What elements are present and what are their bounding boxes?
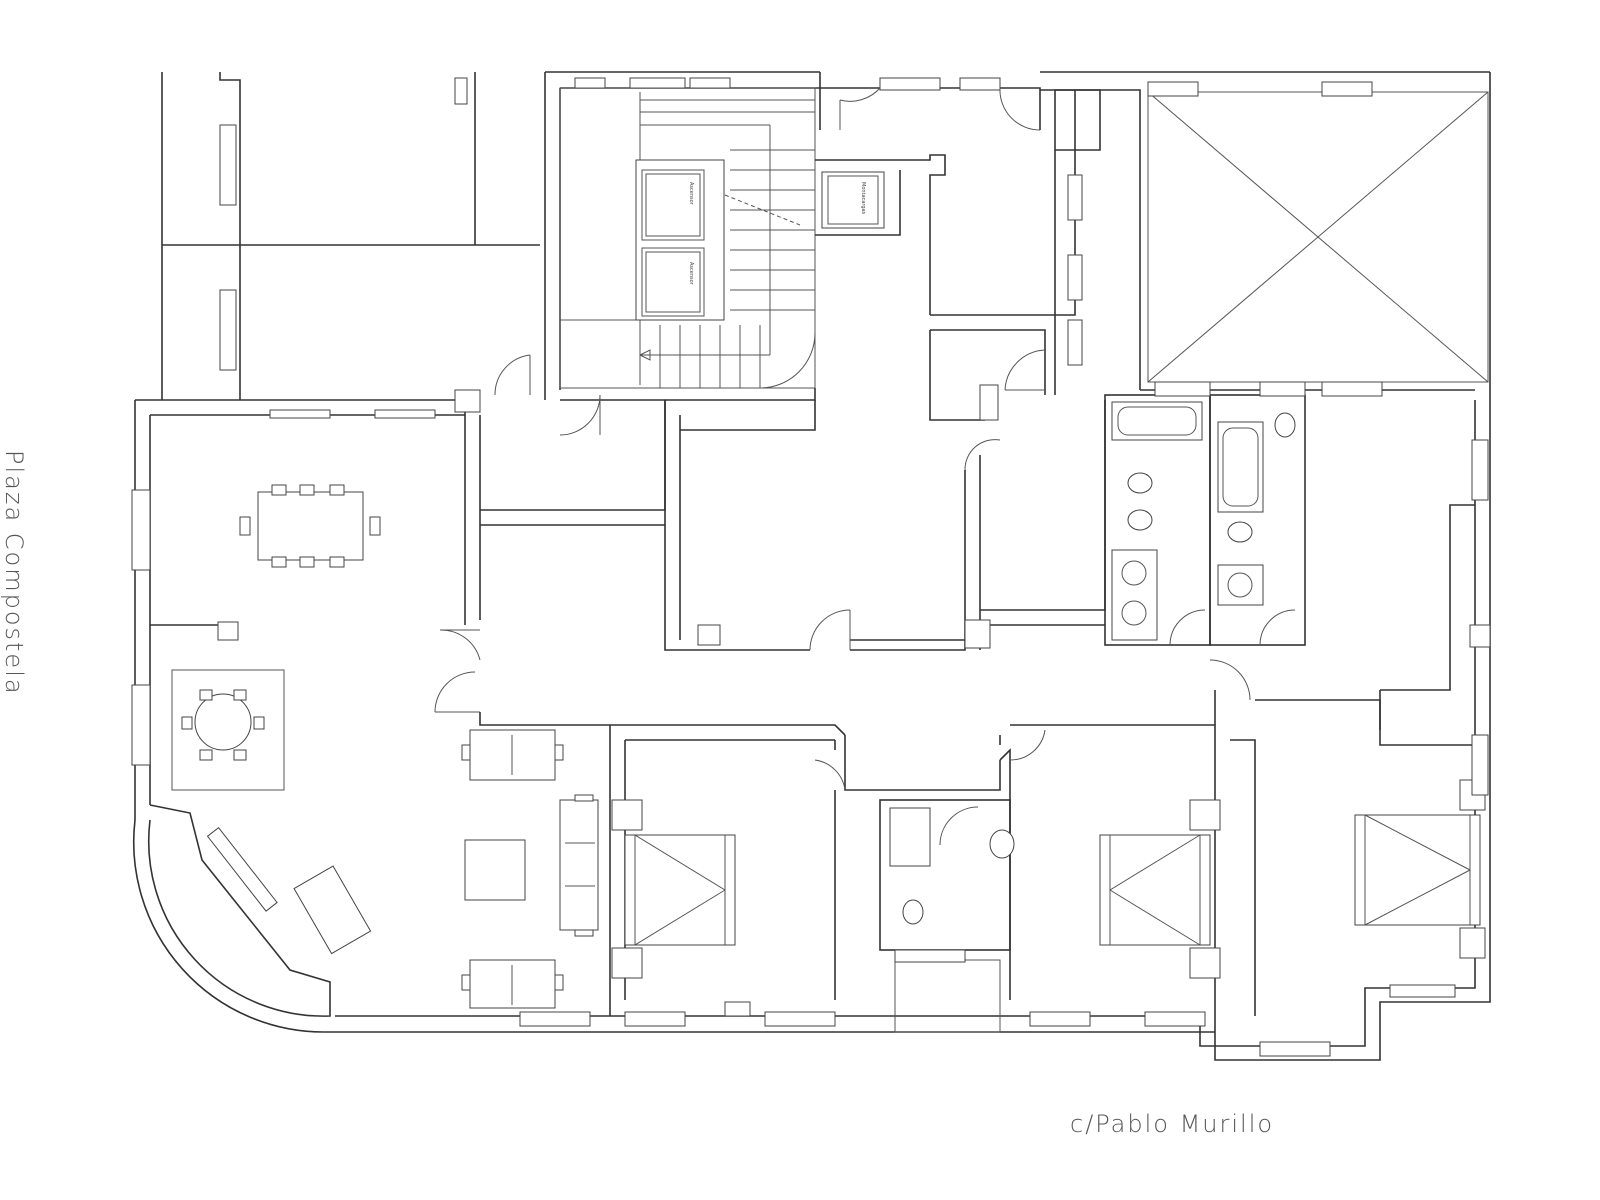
stair-treads (640, 99, 815, 388)
dining-table (239, 484, 381, 568)
bedroom-3 (1255, 504, 1491, 959)
bedroom-1 (611, 799, 751, 1017)
round-table (171, 669, 285, 791)
service-elevator-label: Montacargas (860, 182, 866, 215)
calle-pablo-murillo-label: c/Pablo Murillo (1070, 1110, 1275, 1138)
bathroom-south (879, 799, 1015, 1033)
lightwell (1147, 81, 1489, 383)
stair-core: Ascensor Ascensor Montacargas (559, 87, 946, 389)
bathrooms-east (1104, 381, 1383, 701)
elevator-2-label: Ascensor (688, 262, 694, 286)
bedroom-2 (1099, 799, 1221, 979)
living-furniture (150, 621, 599, 1009)
elevator-1-label: Ascensor (688, 182, 694, 206)
facade-windows (131, 409, 1489, 1057)
interior-walls-north (839, 87, 1101, 421)
neighbour-building (161, 72, 540, 400)
interior-walls-center (434, 354, 1106, 713)
